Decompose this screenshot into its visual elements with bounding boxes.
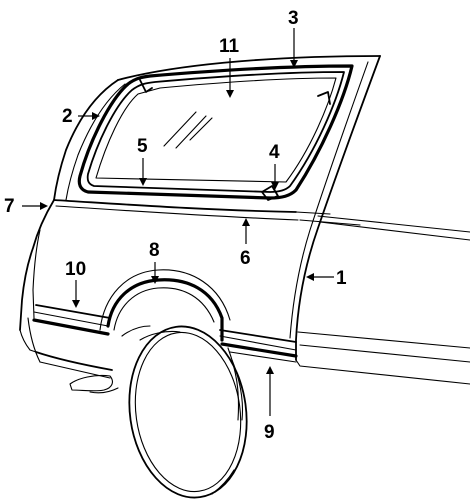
callout-leaders bbox=[22, 28, 334, 416]
callout-4: 4 bbox=[269, 142, 280, 163]
callout-5: 5 bbox=[137, 136, 148, 157]
quarter-window bbox=[77, 64, 354, 201]
callout-3: 3 bbox=[288, 8, 299, 29]
callout-6: 6 bbox=[240, 248, 251, 269]
callout-11: 11 bbox=[219, 36, 240, 57]
callout-labels: 1 2 3 4 5 6 7 8 9 10 11 bbox=[4, 8, 347, 443]
callout-7: 7 bbox=[4, 196, 15, 217]
callout-10: 10 bbox=[65, 259, 86, 280]
callout-1: 1 bbox=[336, 268, 347, 289]
callout-9: 9 bbox=[264, 422, 275, 443]
callout-8: 8 bbox=[149, 240, 160, 261]
callout-2: 2 bbox=[62, 106, 73, 127]
quarter-panel-body bbox=[19, 55, 470, 499]
